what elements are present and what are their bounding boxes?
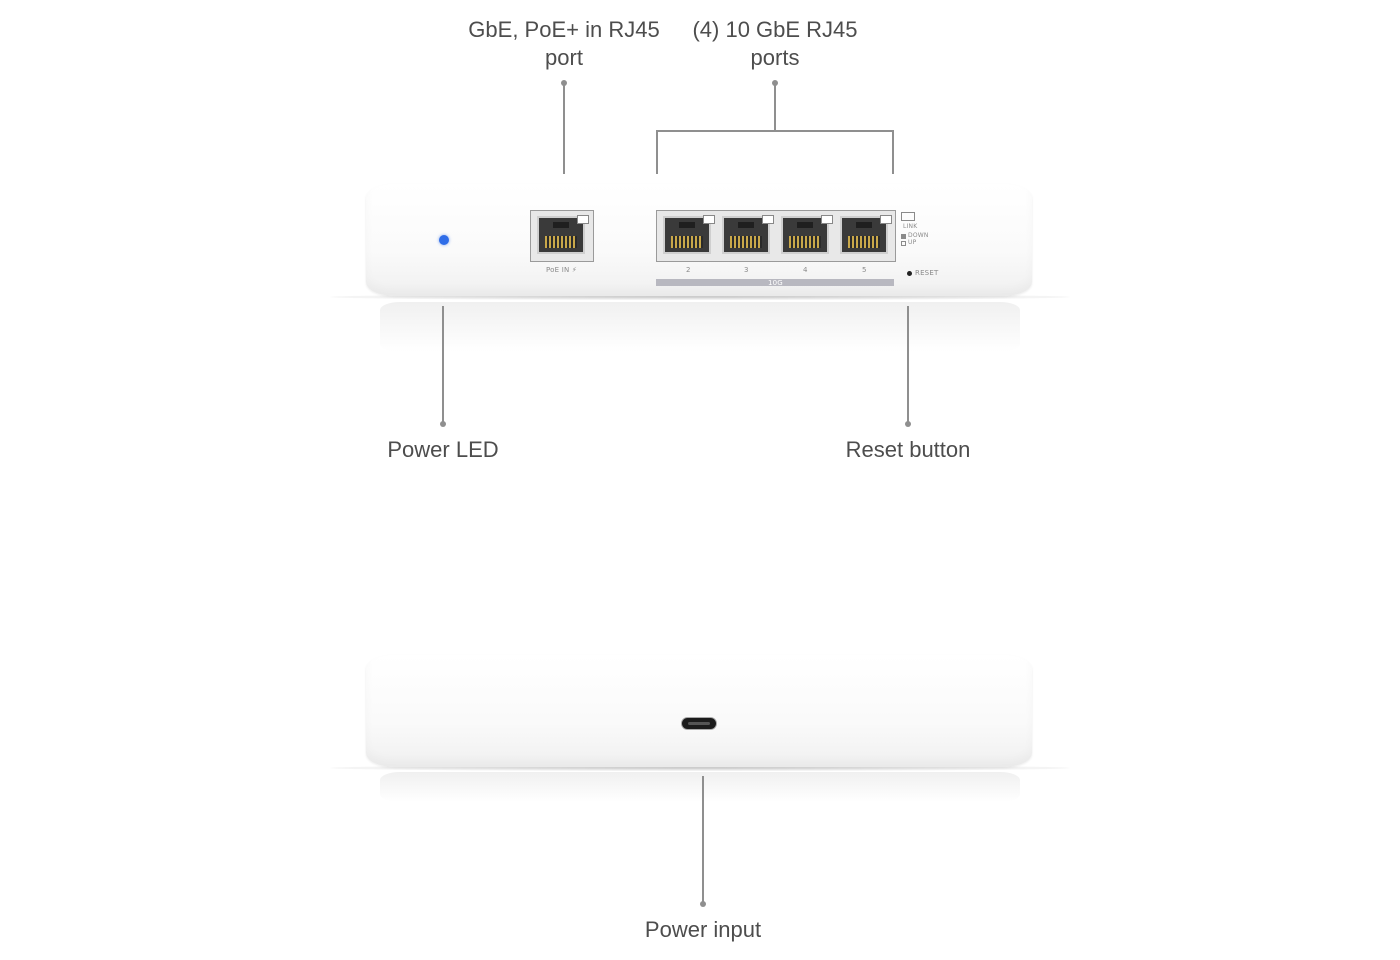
port-number-4: 4 [803, 266, 808, 274]
down-legend-icon [901, 234, 906, 239]
reset-label: RESET [915, 269, 939, 277]
ten-gbe-ports-callout: (4) 10 GbE RJ45 ports [665, 16, 885, 72]
ten-gbe-callout-line1: (4) 10 GbE RJ45 [692, 17, 858, 42]
legend-up-label: UP [908, 239, 917, 246]
port-5-led [880, 215, 892, 224]
power-led-leader-line [442, 306, 444, 422]
reset-leader-dot [905, 421, 911, 427]
port-number-2: 2 [686, 266, 691, 274]
poe-in-port-led [577, 215, 589, 224]
reset-button-callout: Reset button [845, 437, 971, 462]
link-legend-icon [901, 212, 915, 221]
power-led-callout: Power LED [387, 437, 499, 462]
ten-gbe-callout-line2: ports [750, 45, 800, 70]
ten-gbe-speed-bar [656, 279, 894, 286]
port-number-3: 3 [744, 266, 749, 274]
front-device-shadow [330, 294, 1070, 300]
reset-button-hole [907, 271, 912, 276]
speed-label: 10G [768, 279, 783, 287]
switch-rear-panel [366, 655, 1032, 767]
ten-gbe-bracket-left [656, 130, 658, 174]
poe-in-label: PoE IN ⚡ [546, 266, 577, 274]
power-input-leader-dot [700, 901, 706, 907]
port-4-led [821, 215, 833, 224]
power-led-indicator [439, 235, 449, 245]
poe-in-callout-line1: GbE, PoE+ in RJ45 [468, 17, 660, 42]
poe-in-port-callout: GbE, PoE+ in RJ45 port [454, 16, 674, 72]
poe-in-callout-line2: port [545, 45, 583, 70]
ten-gbe-leader-stem [774, 83, 776, 131]
port-3-led [762, 215, 774, 224]
power-led-leader-dot [440, 421, 446, 427]
ten-gbe-bracket-right [892, 130, 894, 174]
poe-in-port-frame [530, 210, 594, 262]
power-input-leader-line [702, 776, 704, 902]
switch-front-panel: PoE IN ⚡ 2 3 4 5 10G LINK DOWN UP RESET [366, 184, 1032, 296]
port-number-5: 5 [862, 266, 867, 274]
ten-gbe-bracket-top [656, 130, 894, 132]
rj45-port-4 [781, 216, 829, 254]
rear-device-shadow [330, 765, 1070, 771]
reset-leader-line [907, 306, 909, 422]
legend-link-label: LINK [903, 223, 918, 230]
ten-gbe-ports-frame [656, 210, 896, 262]
rj45-port-2 [663, 216, 711, 254]
lightning-icon: ⚡ [571, 266, 577, 274]
legend-down-label: DOWN [908, 232, 929, 239]
usb-c-power-port [682, 718, 716, 729]
rear-device-reflection [380, 772, 1020, 802]
poe-in-leader-line [563, 83, 565, 174]
power-input-callout: Power input [644, 917, 762, 942]
up-legend-icon [901, 241, 906, 246]
port-2-led [703, 215, 715, 224]
front-device-reflection [380, 302, 1020, 352]
